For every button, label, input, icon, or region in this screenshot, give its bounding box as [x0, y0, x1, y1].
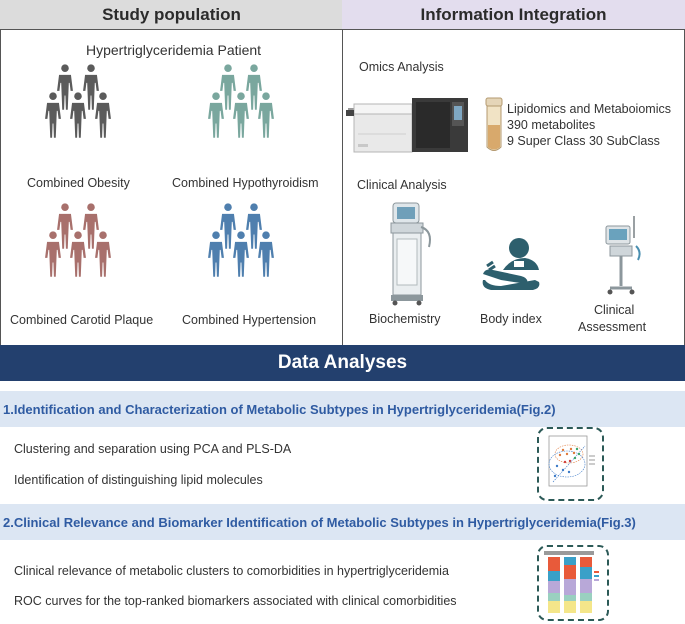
omics-line-3: 9 Super Class 30 SubClass [507, 134, 660, 148]
person-silhouette [82, 203, 100, 250]
person-silhouette [257, 91, 275, 139]
person-silhouette [207, 230, 225, 278]
person-silhouette [207, 91, 225, 139]
clinical-item-assessment-line1: Clinical [594, 303, 635, 317]
section-1-item-1: Clustering and separation using PCA and … [14, 442, 292, 456]
section-2-item-2: ROC curves for the top-ranked biomarkers… [14, 594, 457, 608]
section-1-item-2: Identification of distinguishing lipid m… [14, 473, 263, 487]
person-silhouette [94, 230, 112, 278]
person-silhouette [69, 91, 87, 139]
person-silhouette [56, 64, 74, 111]
group-label-hypertension: Combined Hypertension [182, 313, 317, 327]
patient-subtitle: Hypertriglyceridemia Patient [86, 42, 262, 58]
group-label-carotid-plaque: Combined Carotid Plaque [10, 313, 154, 327]
obesity-group-icon [44, 64, 112, 139]
carotid-plaque-group-icon [44, 203, 112, 278]
body-index-icon [482, 238, 540, 290]
section-1-title: 1.Identification and Characterization of… [0, 391, 685, 427]
clinical-analysis-title: Clinical Analysis [357, 178, 447, 192]
person-silhouette [232, 230, 250, 278]
section-2-title: 2.Clinical Relevance and Biomarker Ident… [0, 504, 685, 540]
person-silhouette [232, 91, 250, 139]
person-silhouette [219, 203, 237, 250]
study-population-header: Study population [0, 0, 343, 30]
clinical-monitor-icon [605, 216, 641, 295]
omics-analysis-title: Omics Analysis [359, 60, 444, 74]
hypothyroidism-group-icon [207, 64, 275, 139]
person-silhouette [94, 91, 112, 139]
person-silhouette [56, 203, 74, 250]
hypertension-group-icon [207, 203, 275, 278]
clinical-item-body-index: Body index [480, 312, 542, 326]
omics-line-2: 390 metabolites [507, 118, 596, 132]
data-analyses-banner: Data Analyses [0, 345, 685, 381]
person-silhouette [44, 230, 62, 278]
person-silhouette [69, 230, 87, 278]
mass-spectrometer-icon [346, 98, 468, 153]
group-label-obesity: Combined Obesity [27, 176, 130, 190]
clinical-item-assessment-line2: Assessment [578, 320, 647, 334]
group-label-hypothyroidism: Combined Hypothyroidism [172, 176, 319, 190]
person-silhouette [245, 64, 263, 111]
sample-tube-icon [485, 97, 503, 151]
person-silhouette [82, 64, 100, 111]
section-2-item-1: Clinical relevance of metabolic clusters… [14, 564, 449, 578]
person-silhouette [219, 64, 237, 111]
omics-line-1: Lipidomics and Metaboiomics [507, 102, 671, 116]
clinical-item-biochemistry: Biochemistry [369, 312, 441, 326]
stacked-bar-thumbnail [544, 551, 599, 613]
information-integration-header: Information Integration [342, 0, 685, 30]
scatter-plot-thumbnail [548, 435, 595, 487]
person-silhouette [257, 230, 275, 278]
person-silhouette [44, 91, 62, 139]
person-silhouette [245, 203, 263, 250]
biochemistry-analyzer-icon [390, 202, 431, 306]
